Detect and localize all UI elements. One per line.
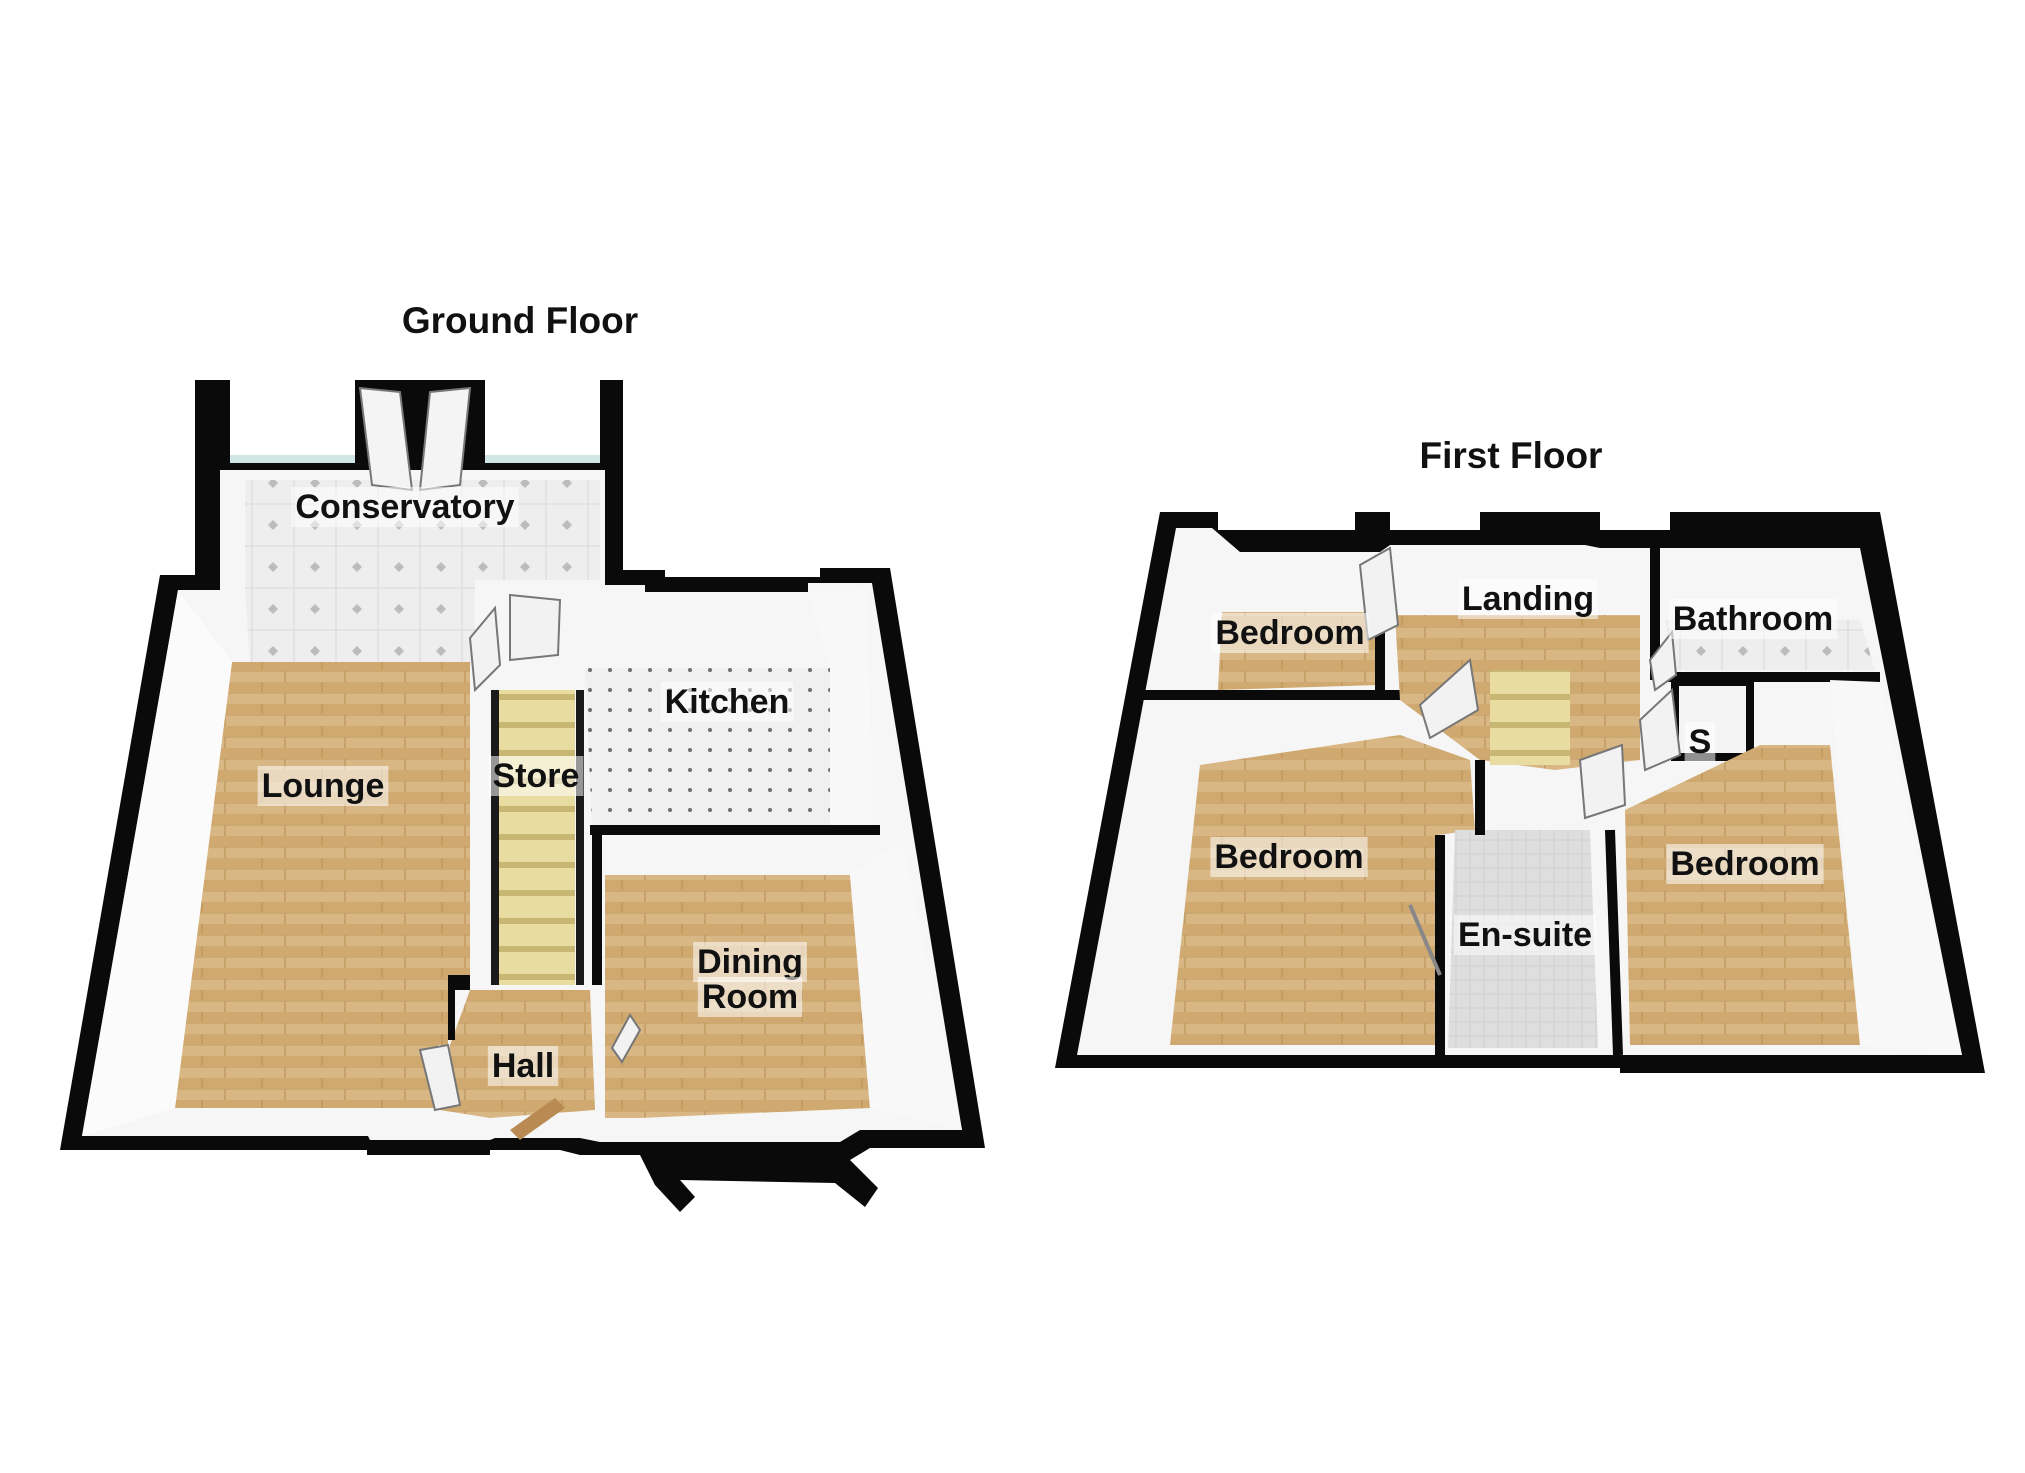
room-label-background xyxy=(693,942,807,982)
room-label-background xyxy=(1666,844,1824,884)
first-floor-title: First Floor xyxy=(1420,435,1603,476)
room-label-bedroom-left: Bedroom xyxy=(1214,838,1363,876)
room-label-background xyxy=(697,977,803,1017)
room-label-bedroom-right: Bedroom xyxy=(1670,845,1819,883)
room-label-lounge: Lounge xyxy=(262,767,385,805)
room-label-hall: Hall xyxy=(492,1047,554,1085)
room-label-background xyxy=(1210,837,1368,877)
room-label-bathroom: Bathroom xyxy=(1673,600,1834,638)
room-label-background xyxy=(488,756,584,796)
room-label-background xyxy=(487,1046,559,1086)
first-floor-stairs xyxy=(1490,670,1570,765)
room-label-background xyxy=(1211,613,1369,653)
conservatory-french-doors xyxy=(358,386,472,492)
room-label-background xyxy=(660,682,794,722)
room-label-ensuite: En-suite xyxy=(1458,916,1592,954)
bedroom-right-floor xyxy=(1625,745,1860,1045)
front-door xyxy=(510,1098,565,1140)
room-label-conservatory: Conservatory xyxy=(295,488,514,526)
room-label-dining-line1: Dining xyxy=(697,943,803,981)
room-label-background xyxy=(1684,722,1716,762)
room-label-landing: Landing xyxy=(1462,580,1594,618)
room-label-background xyxy=(1457,579,1599,619)
room-label-bedroom-small: Bedroom xyxy=(1215,614,1364,652)
room-label-dining-line2: Room xyxy=(702,978,798,1016)
room-label-store-s: S xyxy=(1689,723,1712,761)
room-label-kitchen: Kitchen xyxy=(665,683,790,721)
room-label-background xyxy=(1668,599,1838,639)
ground-floor-title: Ground Floor xyxy=(402,300,638,341)
room-label-background xyxy=(257,766,389,806)
staircase xyxy=(495,690,575,985)
room-label-store: Store xyxy=(493,757,580,795)
bedroom-left-floor xyxy=(1170,735,1475,1045)
lounge-floor xyxy=(175,662,470,1108)
room-label-background xyxy=(291,487,519,527)
room-label-background xyxy=(1453,915,1597,955)
